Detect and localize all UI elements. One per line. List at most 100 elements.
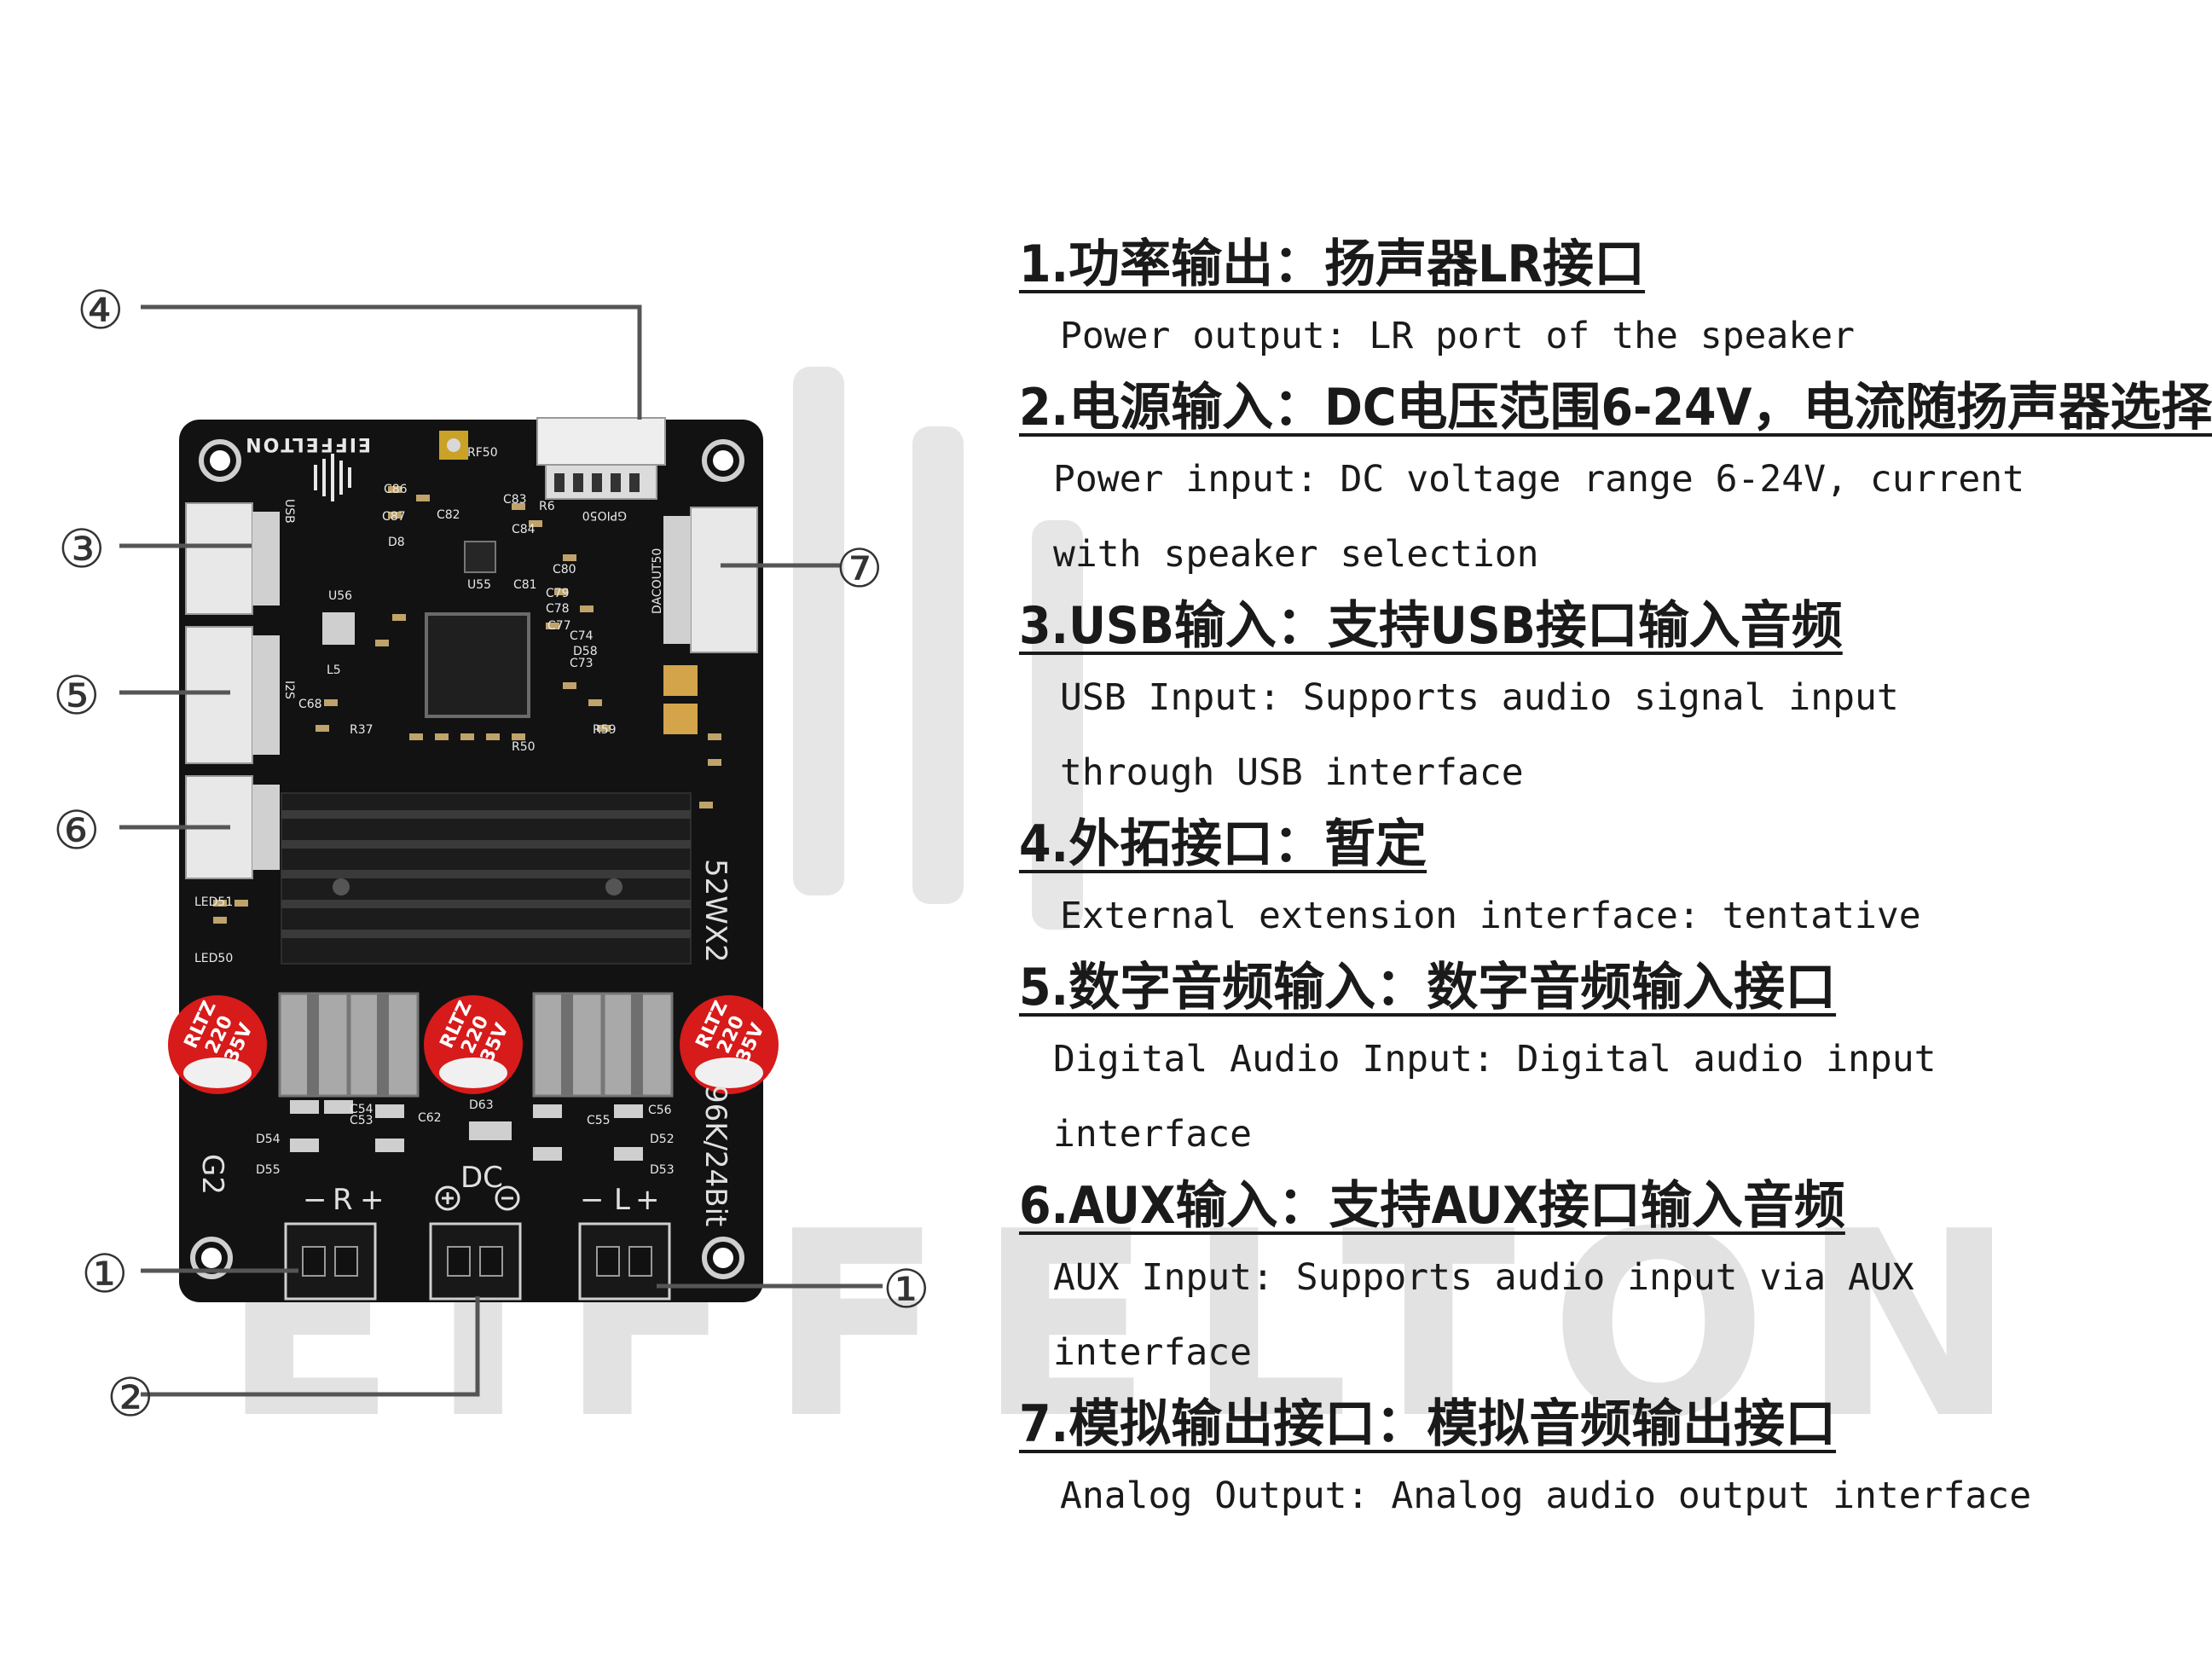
component-label: C83 xyxy=(503,493,527,507)
component-label: D52 xyxy=(650,1133,675,1146)
gpio-connector xyxy=(536,417,666,500)
component-label: C77 xyxy=(547,619,571,633)
component-label: C86 xyxy=(384,483,408,496)
model-label: 52WX2 xyxy=(698,859,733,963)
component-label: C84 xyxy=(512,523,536,536)
component-label: R37 xyxy=(350,723,373,737)
rf-label: RF50 xyxy=(467,446,498,460)
legend-desc-2: Power input: DC voltage range 6-24V, cur… xyxy=(1053,458,2025,576)
component-label: C68 xyxy=(298,698,322,711)
component-label: C80 xyxy=(553,563,576,577)
plus-sign: + xyxy=(360,1183,385,1217)
callout-7: ⑦ xyxy=(836,537,883,600)
component-label: C62 xyxy=(418,1111,442,1125)
usb-connector xyxy=(185,502,280,615)
legend-title-1: 1.功率输出：扬声器LR接口 xyxy=(1019,235,1646,294)
component-label: C74 xyxy=(570,629,594,643)
component-label: C79 xyxy=(546,587,570,600)
tantalum-cap xyxy=(663,665,698,696)
minus-sign: − xyxy=(303,1183,327,1217)
legend-item-2: 2.电源输入：DC电压范围6-24V，电流随扬声器选择 Power input:… xyxy=(1019,374,2212,592)
component-label: C78 xyxy=(546,602,570,616)
component-label: C81 xyxy=(513,578,537,592)
l-label: L xyxy=(614,1183,630,1217)
speaker-terminal-l xyxy=(578,1222,671,1301)
legend-desc-6: AUX Input: Supports audio input via AUX … xyxy=(1053,1256,1914,1374)
i2s-connector xyxy=(185,626,280,764)
dc-label: DC xyxy=(460,1161,503,1195)
component-label: C82 xyxy=(437,508,460,522)
tantalum-cap xyxy=(663,704,698,734)
watermark-bar xyxy=(793,367,844,895)
component-label: D8 xyxy=(388,536,405,549)
i2s-label: I2S xyxy=(282,681,296,699)
dc-polarity-icons xyxy=(435,1185,520,1211)
smd-diodes xyxy=(290,1100,643,1161)
callout-numbers: ④ ③ ⑤ ⑥ ⑦ ① ① ② xyxy=(53,279,930,1428)
legend-desc-4: External extension interface: tentative xyxy=(1060,895,1921,937)
legend-item-1: 1.功率输出：扬声器LR接口 Power output: LR port of … xyxy=(1019,230,2111,374)
legend-desc-5: Digital Audio Input: Digital audio input… xyxy=(1053,1038,1937,1156)
brand-logo xyxy=(314,454,351,501)
callout-4: ④ xyxy=(77,279,124,341)
callout-1-left: ① xyxy=(81,1243,129,1305)
legend-title-3: 3.USB输入：支持USB接口输入音频 xyxy=(1019,596,1843,656)
electrolytic-capacitor xyxy=(168,995,779,1094)
component-label: U56 xyxy=(328,589,352,603)
callout-1-right: ① xyxy=(883,1258,930,1320)
component-label: C56 xyxy=(648,1104,672,1117)
callout-2: ② xyxy=(107,1366,154,1428)
component-label: C87 xyxy=(382,510,406,524)
legend-item-7: 7.模拟输出接口：模拟音频输出接口 Analog Output: Analog … xyxy=(1019,1390,2111,1533)
callout-5: ⑤ xyxy=(53,664,101,727)
watermark-bar xyxy=(1032,520,1083,930)
component-label: D53 xyxy=(650,1163,675,1177)
legend-desc-3: USB Input: Supports audio signal input t… xyxy=(1060,676,1899,794)
component-label: R50 xyxy=(512,740,536,754)
legend-title-4: 4.外拓接口：暂定 xyxy=(1019,814,1427,874)
plus-sign: + xyxy=(635,1183,660,1217)
regulator-chip xyxy=(464,541,496,573)
component-label: R6 xyxy=(539,500,555,513)
product-diagram: EIFFELTON xyxy=(53,230,2212,1533)
callout-6: ⑥ xyxy=(53,799,101,861)
minus-sign: − xyxy=(580,1183,605,1217)
legend-item-5: 5.数字音频输入：数字音频输入接口 Digital Audio Input: D… xyxy=(1019,953,2111,1172)
dc-terminal xyxy=(429,1222,522,1301)
component-label: C53 xyxy=(350,1114,373,1127)
r-label: R xyxy=(333,1183,353,1217)
board-brand: EIFFELTON xyxy=(244,433,371,455)
dac-label: DACOUT50 xyxy=(651,548,664,614)
component-label: D54 xyxy=(256,1133,281,1146)
component-label: C54 xyxy=(350,1103,373,1116)
component-label: C73 xyxy=(570,657,594,670)
smd-components xyxy=(213,486,721,924)
component-label: R59 xyxy=(593,723,617,737)
legend-title-7: 7.模拟输出接口：模拟音频输出接口 xyxy=(1019,1394,1837,1454)
gpio-label: GPIO50 xyxy=(582,508,627,522)
component-label: D58 xyxy=(573,645,598,658)
legend-item-4: 4.外拓接口：暂定 External extension interface: … xyxy=(1019,810,2111,953)
dacout-connector xyxy=(663,507,758,653)
crystal xyxy=(322,612,355,645)
component-label: D63 xyxy=(469,1098,494,1112)
speaker-terminal-r xyxy=(284,1222,377,1301)
component-label: C55 xyxy=(587,1114,611,1127)
legend-title-6: 6.AUX输入：支持AUX接口输入音频 xyxy=(1019,1176,1845,1236)
watermark-bar xyxy=(912,426,964,904)
main-ic xyxy=(425,612,530,718)
legend-title-2: 2.电源输入：DC电压范围6-24V，电流随扬声器选择 xyxy=(1019,378,2212,437)
callout-3: ③ xyxy=(58,518,106,580)
component-label: D55 xyxy=(256,1163,281,1177)
legend-item-3: 3.USB输入：支持USB接口输入音频 USB Input: Supports … xyxy=(1019,592,2111,810)
mounting-hole xyxy=(190,439,744,1279)
legend-item-6: 6.AUX输入：支持AUX接口输入音频 AUX Input: Supports … xyxy=(1019,1172,2111,1390)
spec-label: 96K/24Bit xyxy=(698,1085,733,1226)
component-label: U55 xyxy=(467,578,491,592)
callout-lines xyxy=(119,304,883,1397)
version-label: G2 xyxy=(195,1154,229,1195)
usb-label: USB xyxy=(282,499,296,524)
led50-label: LED50 xyxy=(194,952,233,965)
feature-legend: 1.功率输出：扬声器LR接口 Power output: LR port of … xyxy=(1019,230,2212,1533)
